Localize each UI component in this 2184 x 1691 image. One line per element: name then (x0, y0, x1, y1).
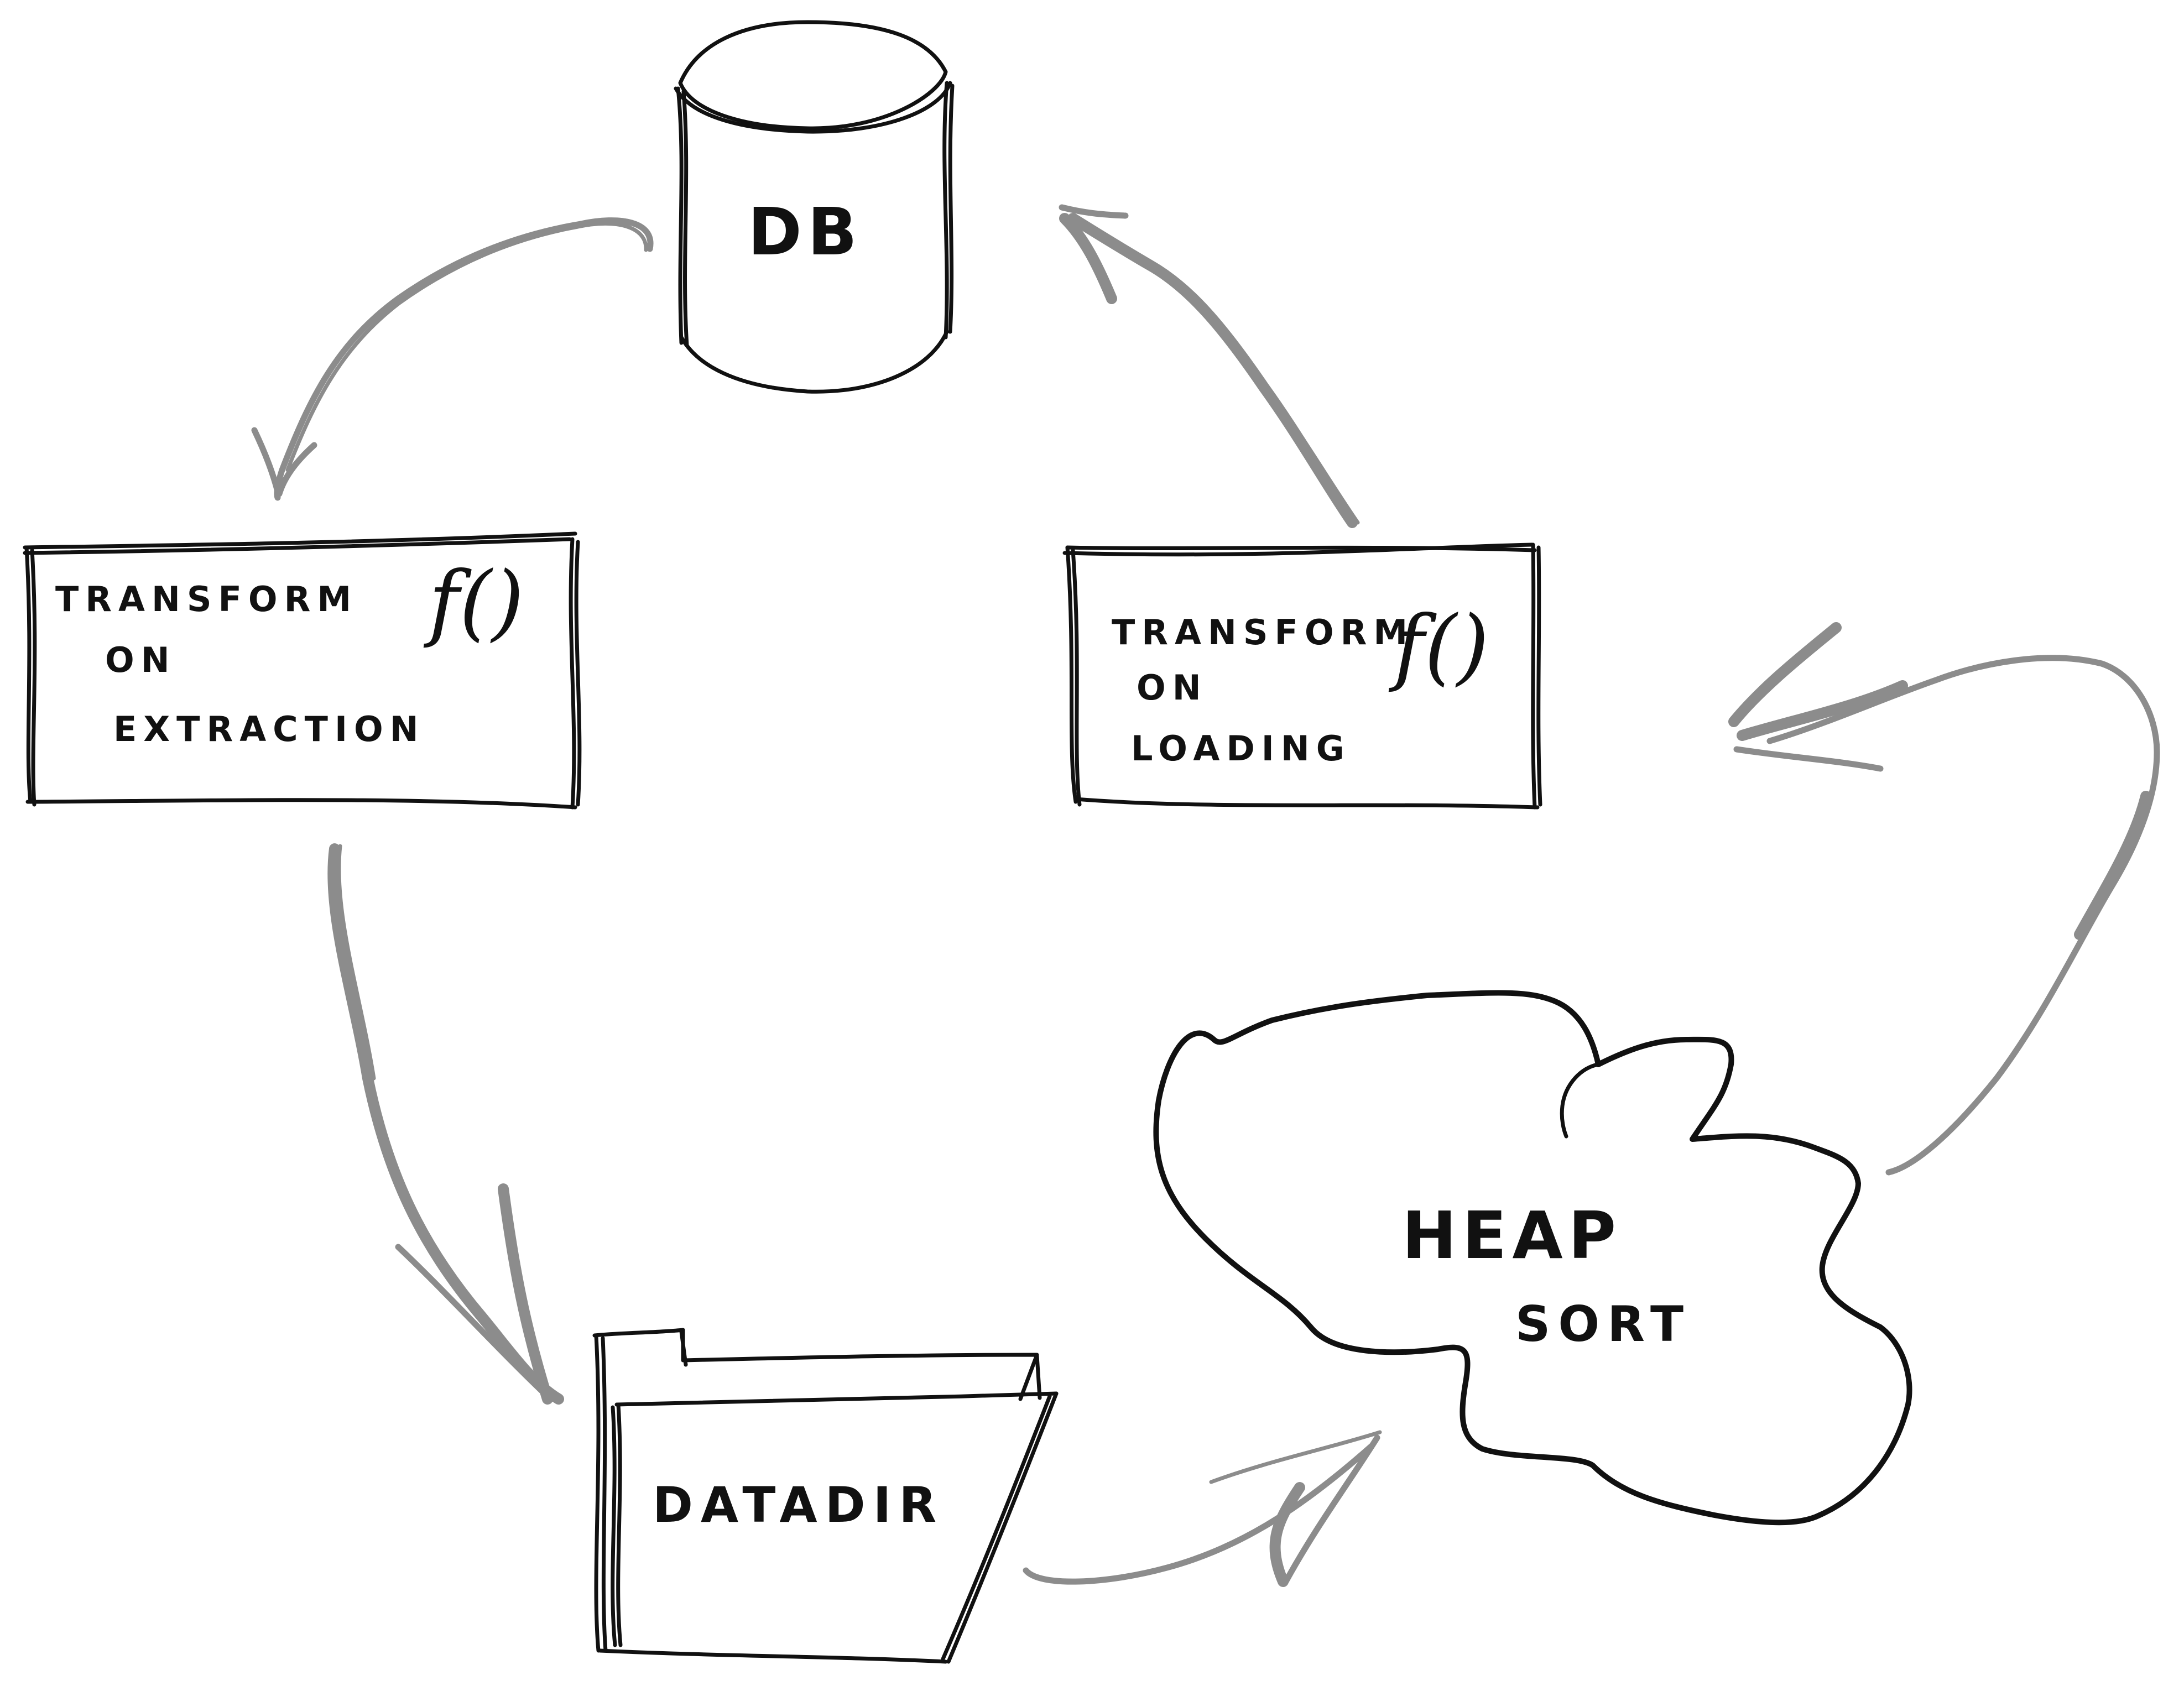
transform-extraction-function-icon: f() (423, 554, 524, 650)
db-node[interactable]: DB (674, 20, 955, 394)
db-label: DB (748, 194, 863, 270)
arrow-heapsort-to-loading (1728, 622, 2160, 1176)
transform-extraction-line-3: EXTRACTION (113, 709, 425, 749)
db-cylinder-icon (674, 20, 955, 394)
heap-sort-node[interactable]: HEAP SORT (1153, 990, 1912, 1526)
transform-loading-function-icon: f() (1388, 598, 1489, 695)
transform-loading-line-1: TRANSFORM (1112, 612, 1414, 653)
heap-sort-line-1: HEAP (1402, 1197, 1622, 1274)
transform-extraction-box (23, 531, 582, 810)
datadir-node[interactable]: DATADIR (592, 1328, 1059, 1664)
heap-sort-line-2: SORT (1515, 1296, 1691, 1353)
transform-loading-line-2: ON (1137, 667, 1208, 708)
transform-loading-box (1062, 542, 1542, 810)
arrow-loading-to-db (1059, 204, 1360, 528)
arrow-db-to-extraction (251, 217, 654, 501)
arrow-extraction-to-datadir (327, 843, 564, 1405)
datadir-label: DATADIR (653, 1476, 944, 1533)
transform-on-loading-node[interactable]: TRANSFORM ON LOADING f() (1062, 542, 1542, 810)
folder-icon (592, 1328, 1059, 1664)
transform-on-extraction-node[interactable]: TRANSFORM ON EXTRACTION f() (23, 531, 582, 810)
arrow-datadir-to-heapsort (1023, 1430, 1382, 1587)
cloud-icon (1153, 990, 1912, 1526)
transform-extraction-line-1: TRANSFORM (55, 579, 358, 619)
transform-extraction-line-2: ON (105, 640, 176, 680)
transform-loading-line-3: LOADING (1131, 728, 1351, 769)
